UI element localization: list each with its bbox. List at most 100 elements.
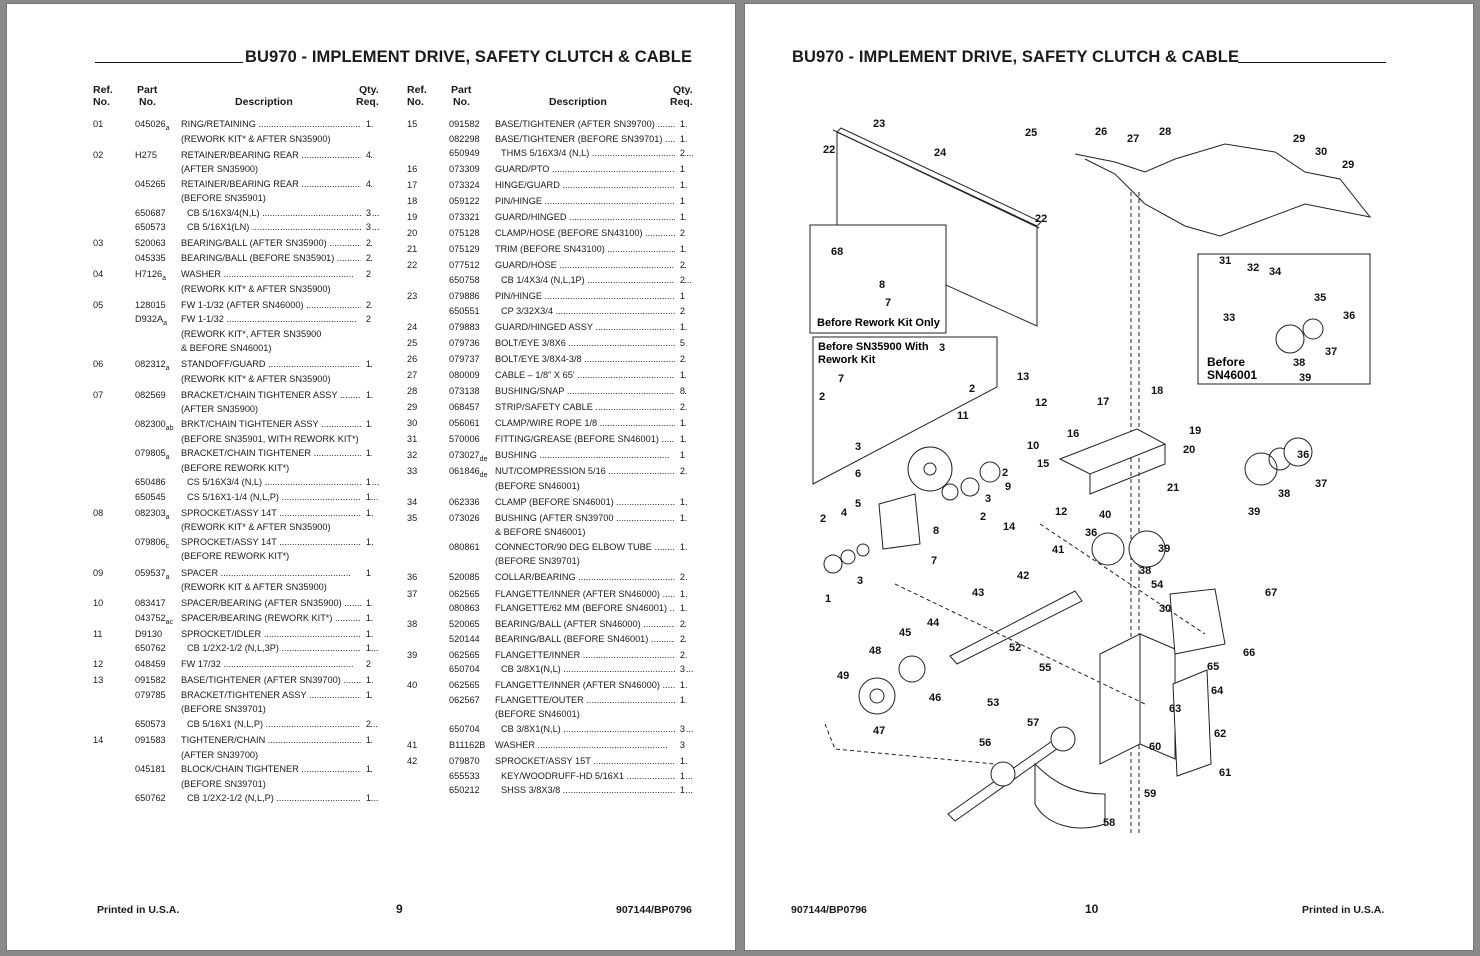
description: COLLAR/BEARING	[495, 571, 687, 583]
description: CB 5/16X1(LN)	[187, 221, 379, 233]
parts-row: 09059537aSPACER1	[93, 566, 413, 581]
qty: 3	[675, 663, 685, 676]
qty: 1	[361, 792, 371, 805]
part-number: 077512	[449, 260, 480, 271]
description: SPROCKET/IDLER	[181, 628, 373, 640]
part-suffix: a	[162, 275, 166, 282]
callout-number: 25	[1025, 127, 1037, 139]
part-suffix: c	[165, 542, 170, 550]
qty: 2	[361, 298, 371, 311]
ref-number: 22	[407, 260, 418, 271]
parts-row: (BEFORE SN35901, WITH REWORK KIT*)	[93, 433, 413, 447]
qty: 1	[361, 688, 371, 701]
callout-number: 67	[1265, 587, 1277, 599]
callout-number: 16	[1067, 428, 1079, 440]
description: (REWORK KIT* & AFTER SN35900)	[181, 283, 331, 294]
description: BOLT/EYE 3/8X6	[495, 337, 687, 349]
part-number: 075129	[449, 244, 480, 255]
parts-row: (BEFORE SN35901)	[93, 192, 413, 206]
part-number: 520085	[449, 572, 480, 583]
description: (BEFORE REWORK KIT*)	[181, 551, 290, 562]
part-number: 520063	[135, 238, 166, 249]
qty: 1	[361, 418, 371, 430]
parts-row: 32073027deBUSHING1	[407, 449, 727, 463]
description: BRACKET/CHAIN TIGHTENER	[181, 447, 373, 459]
part-number: 062567	[449, 694, 480, 705]
qty: 2	[675, 352, 685, 365]
part-number: 650949	[449, 148, 480, 159]
parts-row: (REWORK KIT & AFTER SN35900)	[93, 581, 413, 595]
page-number: 9	[396, 902, 403, 916]
qty: 2	[675, 632, 685, 645]
callout-number: 22	[1035, 213, 1047, 225]
callout-number: 37	[1325, 346, 1337, 358]
footer-docnum: 907144/BP0796	[791, 904, 867, 916]
callout-number: 21	[1167, 482, 1179, 494]
callout-number: 2	[969, 383, 975, 395]
callout-number: 27	[1127, 133, 1139, 145]
description: BUSHING/SNAP	[495, 385, 687, 397]
part-suffix: a	[165, 125, 170, 132]
part-number: 062565	[449, 680, 480, 691]
qty: 2	[675, 304, 685, 317]
part-number: 082312a	[135, 359, 170, 373]
qty: 1	[361, 763, 371, 776]
callout-number: 14	[1003, 521, 1016, 533]
qty: 2	[675, 274, 685, 286]
description: CB 3/8X1(N,L)	[501, 723, 693, 735]
qty: 1	[675, 587, 685, 600]
callout-number: 53	[987, 697, 999, 709]
part-suffix: a	[165, 573, 170, 581]
description: HINGE/GUARD	[495, 179, 687, 191]
callout-number: 13	[1017, 371, 1029, 383]
qty: 1	[361, 490, 371, 503]
callout-number: 57	[1027, 717, 1039, 729]
callout-number: 2	[1002, 467, 1008, 479]
part-suffix: de	[479, 456, 488, 464]
callout-number: 66	[1243, 647, 1255, 659]
parts-row: (REWORK KIT* & AFTER SN35900)	[93, 521, 413, 535]
part-header-no: No.	[453, 96, 470, 108]
description: BUSHING (AFTER SN39700	[495, 512, 687, 524]
callout-number: 38	[1278, 488, 1290, 500]
footer-docnum: 907144/BP0796	[616, 904, 692, 916]
description: STRIP/SAFETY CABLE	[495, 401, 687, 413]
ref-number: 24	[407, 321, 418, 332]
description: CB 1/4X3/4 (N,L,1P)	[501, 274, 693, 286]
part-number: 650704	[449, 664, 480, 675]
ref-number: 31	[407, 434, 418, 444]
qty: 1	[675, 416, 685, 429]
qty: 1	[675, 769, 685, 782]
callout-number: 59	[1144, 788, 1156, 800]
qty: 5	[675, 336, 685, 349]
parts-row: (BEFORE REWORK KIT*)	[93, 550, 413, 564]
qty: 3	[675, 739, 685, 751]
description: (AFTER SN35900)	[181, 164, 259, 175]
callout-number: 29	[1342, 159, 1354, 171]
qty: 2	[361, 313, 371, 326]
part-header: Part	[451, 84, 472, 96]
ref-number: 20	[407, 228, 418, 239]
part-number: 045026a	[135, 119, 170, 132]
description: FLANGETTE/INNER (AFTER SN46000)	[495, 588, 687, 600]
part-number: 128015	[135, 299, 166, 310]
inset-rework-label: Before Rework Kit Only	[817, 317, 941, 329]
parts-row: 04H7126aWASHER2	[93, 268, 413, 282]
qty: 1	[675, 495, 685, 508]
ref-header: Ref.	[93, 84, 113, 96]
